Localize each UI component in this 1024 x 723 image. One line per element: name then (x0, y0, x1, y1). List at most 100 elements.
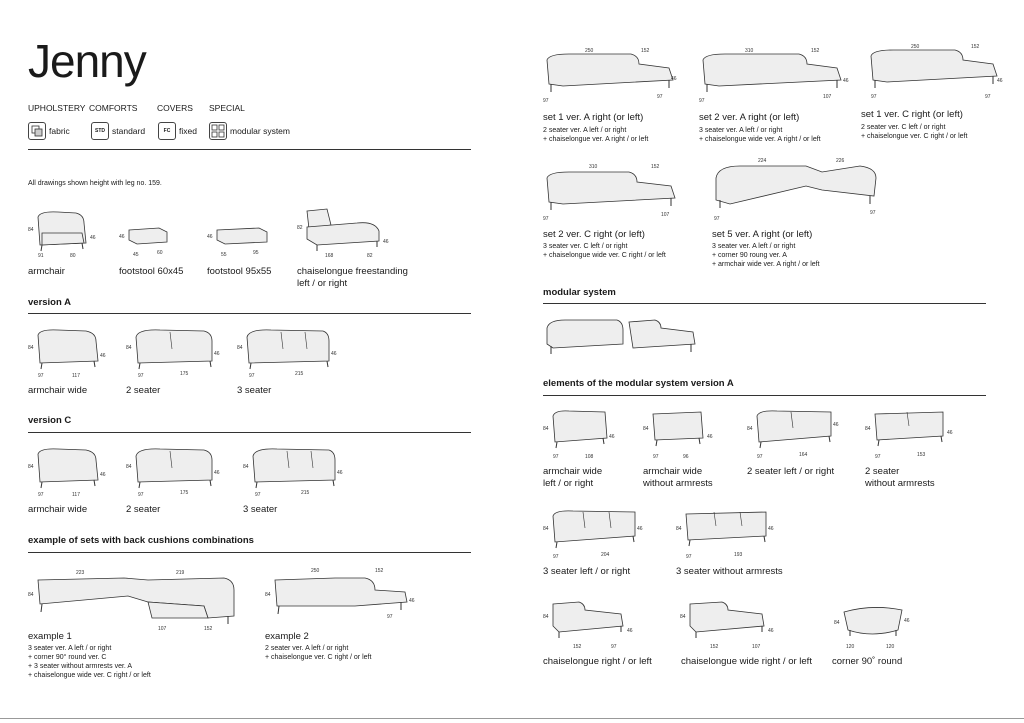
svg-text:46: 46 (214, 351, 220, 357)
svg-text:152: 152 (573, 644, 582, 650)
svg-text:97: 97 (38, 373, 44, 379)
svg-text:310: 310 (589, 164, 598, 170)
svg-text:120: 120 (846, 644, 855, 650)
label-el-chaiselongue-wide: chaiselongue wide right / or left (681, 656, 812, 667)
svg-text:46: 46 (904, 618, 910, 624)
svg-text:152: 152 (811, 48, 820, 54)
std-badge-icon: STD (91, 122, 109, 140)
svg-text:310: 310 (745, 48, 754, 54)
divider-examples (28, 552, 471, 553)
header-divider (28, 149, 471, 150)
vc-2-seater-drawing: 84 46 97 175 (126, 448, 220, 498)
example-1: 223 219 84 107 152 (28, 566, 248, 641)
svg-text:46: 46 (207, 234, 213, 240)
page-title: Jenny (28, 35, 147, 87)
svg-text:204: 204 (601, 552, 610, 558)
legend-modular-label: modular system (230, 126, 290, 136)
svg-text:84: 84 (28, 345, 34, 351)
label-example-2: example 2 (265, 631, 309, 642)
el-3-seater: 84 46 97 204 (543, 506, 653, 566)
label-el-armchair-wide: armchair wide left / or right (543, 466, 603, 489)
heading-version-c: version C (28, 415, 72, 426)
label-example-1: example 1 (28, 631, 72, 642)
svg-text:250: 250 (911, 44, 920, 50)
svg-text:46: 46 (768, 628, 774, 634)
header-upholstery: UPHOLSTERY (28, 103, 86, 113)
label-el-chaiselongue: chaiselongue right / or left (543, 656, 652, 667)
svg-text:97: 97 (870, 210, 876, 216)
el-2-seater-noarm: 84 46 97 153 (865, 406, 965, 466)
svg-text:84: 84 (126, 345, 132, 351)
el-3-seater-noarm: 84 46 97 193 (676, 506, 786, 566)
divider-elements (543, 395, 986, 396)
modular-drawing (543, 314, 703, 371)
label-set-1-ver-c: set 1 ver. C right (or left) (861, 109, 963, 120)
svg-text:46: 46 (843, 78, 849, 84)
el-armchair-wide-drawing: 84 46 97 108 (543, 410, 615, 460)
va-armchair-wide-drawing: 84 46 97 117 (28, 329, 106, 379)
svg-text:97: 97 (985, 94, 991, 100)
example-1-drawing: 223 219 84 107 152 (28, 570, 235, 632)
el-3-seater-noarm-drawing: 84 46 97 193 (676, 511, 774, 560)
svg-text:46: 46 (671, 76, 677, 82)
svg-text:96: 96 (683, 454, 689, 460)
svg-text:97: 97 (757, 454, 763, 460)
el-2-seater: 84 46 97 164 (747, 406, 847, 466)
el-2-seater-noarm-drawing: 84 46 97 153 (865, 411, 953, 460)
set-2-ver-a-drawing: 310 152 97 107 46 (699, 48, 849, 104)
svg-text:97: 97 (249, 373, 255, 379)
el-corner-round: 84 46 120 120 (832, 598, 922, 658)
svg-text:97: 97 (657, 94, 663, 100)
item-footstool-60: 46 60 45 (119, 220, 179, 265)
svg-text:97: 97 (255, 492, 261, 498)
header-covers: COVERS (157, 103, 193, 113)
item-armchair: 84 80 91 46 (28, 207, 108, 267)
svg-text:84: 84 (865, 426, 871, 432)
svg-text:164: 164 (799, 452, 808, 458)
svg-text:215: 215 (301, 490, 310, 496)
svg-text:84: 84 (243, 464, 249, 470)
svg-text:46: 46 (947, 430, 953, 436)
svg-text:97: 97 (138, 373, 144, 379)
heading-modular: modular system (543, 287, 616, 298)
el-2-seater-drawing: 84 46 97 164 (747, 410, 839, 460)
set-2-ver-c-drawing: 310 152 97 107 (543, 164, 676, 222)
label-el-2-seater-noarm: 2 seater without armrests (865, 466, 935, 489)
svg-text:46: 46 (637, 526, 643, 532)
desc-example-1: 3 seater ver. A left / or right + corner… (28, 645, 151, 679)
svg-text:46: 46 (768, 526, 774, 532)
item-footstool-95: 46 95 55 (207, 220, 277, 265)
vc-armchair-wide-drawing: 84 46 97 117 (28, 448, 106, 498)
page-bottom-rule (0, 718, 1024, 719)
svg-text:152: 152 (204, 626, 213, 632)
vc-3-seater-drawing: 84 46 97 215 (243, 448, 343, 498)
svg-text:46: 46 (119, 234, 125, 240)
el-chaiselongue-wide-drawing: 84 46 152 107 (680, 601, 774, 650)
fc-badge-icon: FC (158, 122, 176, 140)
svg-text:153: 153 (917, 452, 926, 458)
label-vc-3-seater: 3 seater (243, 504, 278, 515)
modular-icon (209, 122, 227, 140)
svg-text:117: 117 (72, 373, 80, 379)
header-special: SPECIAL (209, 103, 245, 113)
svg-text:97: 97 (714, 216, 720, 222)
svg-text:46: 46 (90, 235, 96, 241)
svg-text:152: 152 (375, 568, 384, 574)
label-vc-2-seater: 2 seater (126, 504, 161, 515)
desc-example-2: 2 seater ver. A left / or right + chaise… (265, 645, 372, 661)
legend-fixed-label: fixed (179, 126, 197, 136)
svg-text:97: 97 (138, 492, 144, 498)
set-5-ver-a: 224 226 97 97 (710, 156, 885, 231)
svg-text:46: 46 (609, 434, 615, 440)
svg-text:45: 45 (133, 252, 139, 258)
svg-text:97: 97 (387, 614, 393, 620)
svg-text:175: 175 (180, 371, 189, 377)
label-el-3-seater: 3 seater left / or right (543, 566, 631, 577)
svg-text:84: 84 (237, 345, 243, 351)
svg-text:46: 46 (627, 628, 633, 634)
svg-text:46: 46 (100, 353, 106, 359)
svg-text:97: 97 (611, 644, 617, 650)
label-armchair: armchair (28, 266, 65, 277)
svg-text:97: 97 (875, 454, 881, 460)
svg-text:97: 97 (871, 94, 877, 100)
